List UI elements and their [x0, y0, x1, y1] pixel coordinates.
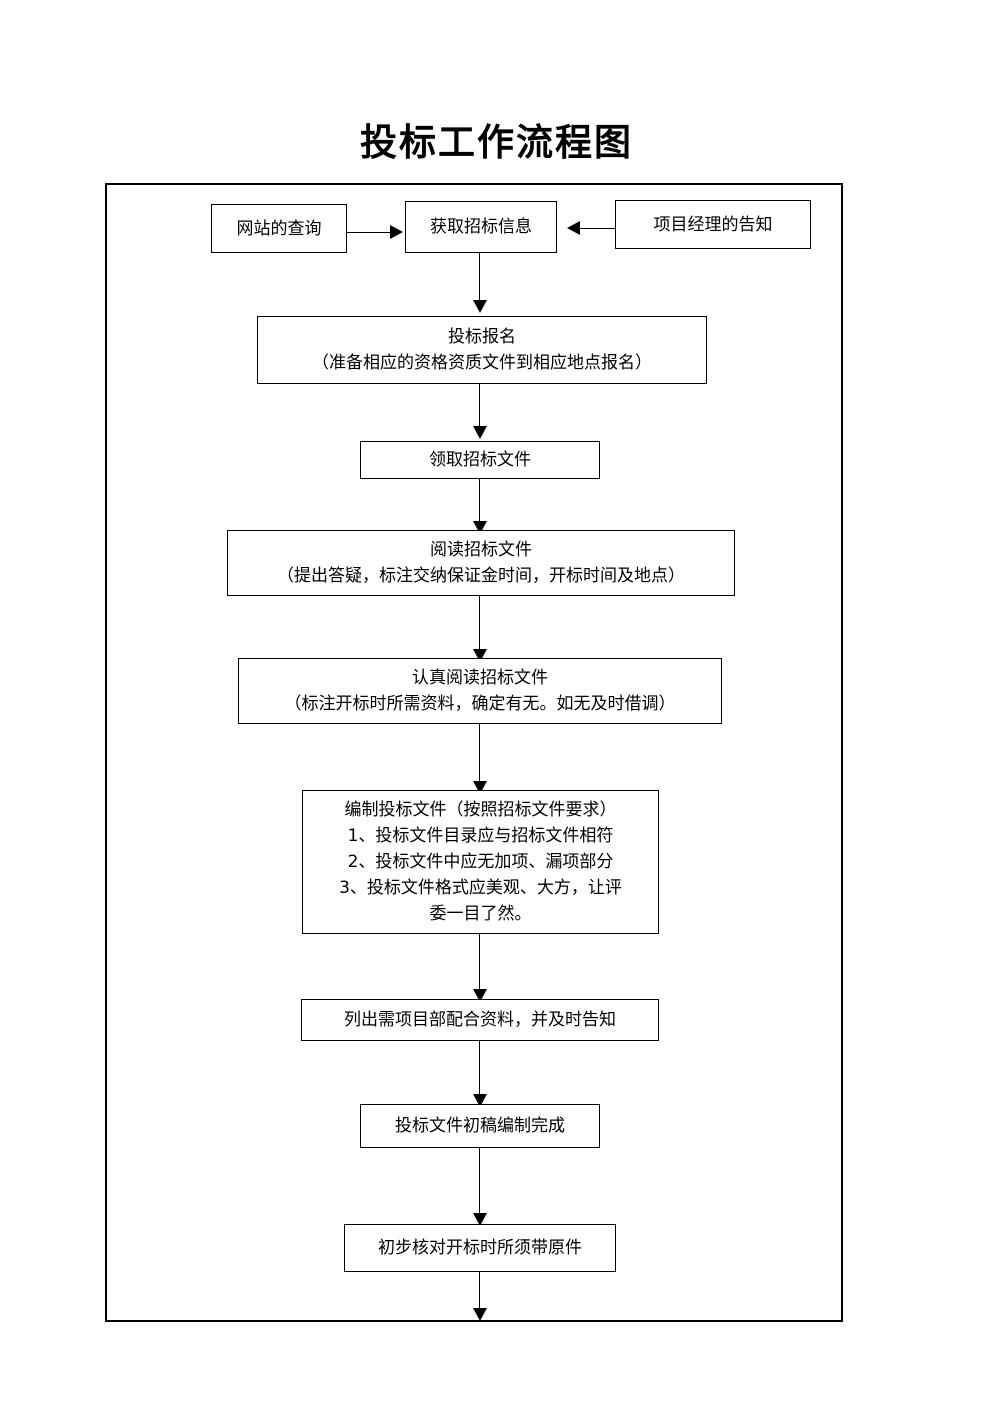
node-website-query-line-1: 网站的查询	[236, 218, 322, 239]
node-compile-bid-document-line-3: 2、投标文件中应无加项、漏项部分	[347, 852, 614, 872]
node-read-tender-document-line-1: 阅读招标文件	[430, 540, 532, 560]
node-website-query[interactable]: 网站的查询	[211, 204, 347, 253]
node-obtain-tender-info-line-1: 获取招标信息	[430, 217, 532, 237]
node-preliminary-check-originals[interactable]: 初步核对开标时所须带原件	[344, 1224, 616, 1272]
connector-list-to-draft-line	[479, 1041, 480, 1101]
node-read-tender-document[interactable]: 阅读招标文件 （提出答疑，标注交纳保证金时间，开标时间及地点）	[227, 530, 735, 596]
node-bid-draft-completed[interactable]: 投标文件初稿编制完成	[360, 1104, 600, 1148]
connector-website-query-to-obtain-arrow-icon	[390, 225, 403, 239]
connector-collect-to-read-line	[479, 479, 480, 527]
node-bid-registration-line-2: （准备相应的资格资质文件到相应地点报名）	[312, 353, 652, 373]
node-list-project-dept-materials[interactable]: 列出需项目部配合资料，并及时告知	[301, 999, 659, 1041]
node-project-manager-notice-line-1: 项目经理的告知	[653, 214, 773, 235]
node-read-tender-document-line-2: （提出答疑，标注交纳保证金时间，开标时间及地点）	[277, 566, 685, 586]
connector-list-to-draft-arrow-icon	[473, 1094, 487, 1107]
node-project-manager-notice[interactable]: 项目经理的告知	[615, 200, 811, 249]
connector-draft-to-check-arrow-icon	[473, 1213, 487, 1226]
connector-read-to-careful-read-line	[479, 596, 480, 656]
node-bid-registration-line-1: 投标报名	[448, 327, 516, 347]
node-compile-bid-document-line-2: 1、投标文件目录应与招标文件相符	[347, 826, 614, 846]
node-compile-bid-document[interactable]: 编制投标文件（按照招标文件要求） 1、投标文件目录应与招标文件相符 2、投标文件…	[302, 790, 659, 934]
node-compile-bid-document-line-1: 编制投标文件（按照招标文件要求）	[344, 800, 617, 820]
node-collect-tender-document[interactable]: 领取招标文件	[360, 441, 600, 479]
node-bid-registration[interactable]: 投标报名 （准备相应的资格资质文件到相应地点报名）	[257, 316, 707, 384]
connector-compile-to-list-arrow-icon	[473, 989, 487, 1002]
node-obtain-tender-info[interactable]: 获取招标信息	[405, 201, 557, 253]
node-carefully-read-tender-document-line-2: （标注开标时所需资料，确定有无。如无及时借调）	[284, 694, 676, 714]
connector-project-manager-to-obtain-arrow-icon	[567, 221, 580, 235]
node-carefully-read-tender-document-line-1: 认真阅读招标文件	[412, 668, 548, 688]
node-list-project-dept-materials-line-1: 列出需项目部配合资料，并及时告知	[344, 1010, 616, 1030]
flowchart-frame	[105, 183, 843, 1322]
node-compile-bid-document-line-5: 委一目了然。	[429, 904, 532, 924]
connector-careful-read-to-compile-line	[479, 724, 480, 788]
connector-registration-to-collect-arrow-icon	[473, 426, 487, 439]
connector-check-to-next-arrow-icon	[473, 1308, 487, 1321]
connector-draft-to-check-line	[479, 1148, 480, 1220]
connector-website-query-to-obtain-line	[347, 232, 393, 233]
node-compile-bid-document-line-4: 3、投标文件格式应美观、大方，让评	[339, 878, 622, 898]
page-title: 投标工作流程图	[360, 120, 633, 164]
node-preliminary-check-originals-line-1: 初步核对开标时所须带原件	[378, 1238, 582, 1258]
node-collect-tender-document-line-1: 领取招标文件	[429, 450, 531, 470]
node-bid-draft-completed-line-1: 投标文件初稿编制完成	[395, 1116, 565, 1136]
connector-registration-to-collect-line	[479, 384, 480, 430]
connector-check-to-next-line	[479, 1272, 480, 1314]
connector-project-manager-to-obtain-line	[580, 228, 615, 229]
connector-obtain-to-registration-line	[479, 253, 480, 303]
connector-compile-to-list-line	[479, 934, 480, 996]
connector-obtain-to-registration-arrow-icon	[473, 300, 487, 313]
node-carefully-read-tender-document[interactable]: 认真阅读招标文件 （标注开标时所需资料，确定有无。如无及时借调）	[238, 658, 722, 724]
